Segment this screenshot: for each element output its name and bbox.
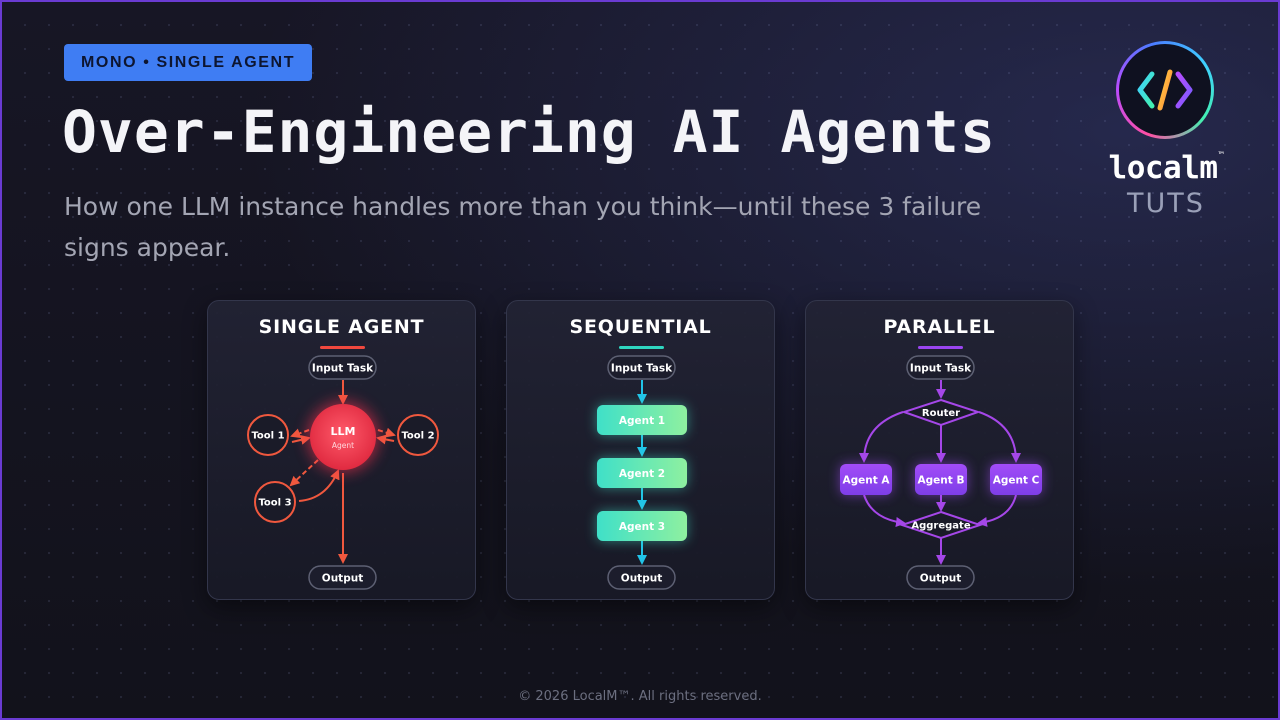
- parallel-diagram: Input Task Router Agent A Agent B Agent …: [840, 355, 1042, 590]
- agent-3-node: Agent 3: [619, 521, 665, 533]
- parallel-panel: PARALLEL Input Task Router Agent A: [805, 300, 1074, 600]
- agent-2-node: Agent 2: [619, 468, 665, 480]
- panel-underline: [918, 346, 963, 349]
- sequential-diagram: Input Task Agent 1 Agent 2 Agent 3 Outpu…: [597, 355, 687, 590]
- input-task-node: Input Task: [312, 363, 374, 375]
- agent-c-node: Agent C: [993, 475, 1040, 487]
- panel-title: PARALLEL: [883, 316, 996, 338]
- panel-title: SINGLE AGENT: [258, 316, 425, 338]
- code-brackets-icon: [1137, 69, 1193, 111]
- router-node: Router: [922, 408, 960, 419]
- panel-underline: [320, 346, 365, 349]
- sequential-panel: SEQUENTIAL Input Task Agent 1 Agent 2 Ag…: [506, 300, 775, 600]
- llm-node: LLM: [331, 425, 356, 438]
- input-task-node: Input Task: [611, 363, 673, 375]
- single-agent-panel: SINGLE AGENT Input Task LLM Agent: [207, 300, 476, 600]
- page-title: Over-Engineering AI Agents: [62, 98, 996, 166]
- input-task-node: Input Task: [910, 363, 972, 375]
- brand-logo: [1116, 41, 1214, 139]
- category-badge: MONO • SINGLE AGENT: [64, 44, 313, 81]
- agent-a-node: Agent A: [842, 475, 890, 487]
- llm-node-sublabel: Agent: [332, 441, 354, 450]
- output-node: Output: [621, 573, 662, 585]
- tool-1-node: Tool 1: [251, 431, 284, 442]
- page-subtitle: How one LLM instance handles more than y…: [64, 192, 982, 262]
- footer-copyright: © 2026 LocalM™. All rights reserved.: [518, 689, 762, 704]
- panel-title: SEQUENTIAL: [569, 316, 712, 338]
- agent-1-node: Agent 1: [619, 415, 665, 427]
- output-node: Output: [322, 573, 363, 585]
- single-agent-diagram: Input Task LLM Agent Tool 1 Tool 2 Tool …: [247, 355, 439, 590]
- tool-3-node: Tool 3: [258, 498, 291, 509]
- brand-subtitle: TUTS: [1127, 188, 1205, 219]
- output-node: Output: [920, 573, 961, 585]
- tool-2-node: Tool 2: [401, 431, 434, 442]
- brand-name: localm™: [1108, 150, 1224, 186]
- aggregate-node: Aggregate: [911, 521, 970, 532]
- panel-underline: [619, 346, 664, 349]
- agent-b-node: Agent B: [918, 475, 965, 487]
